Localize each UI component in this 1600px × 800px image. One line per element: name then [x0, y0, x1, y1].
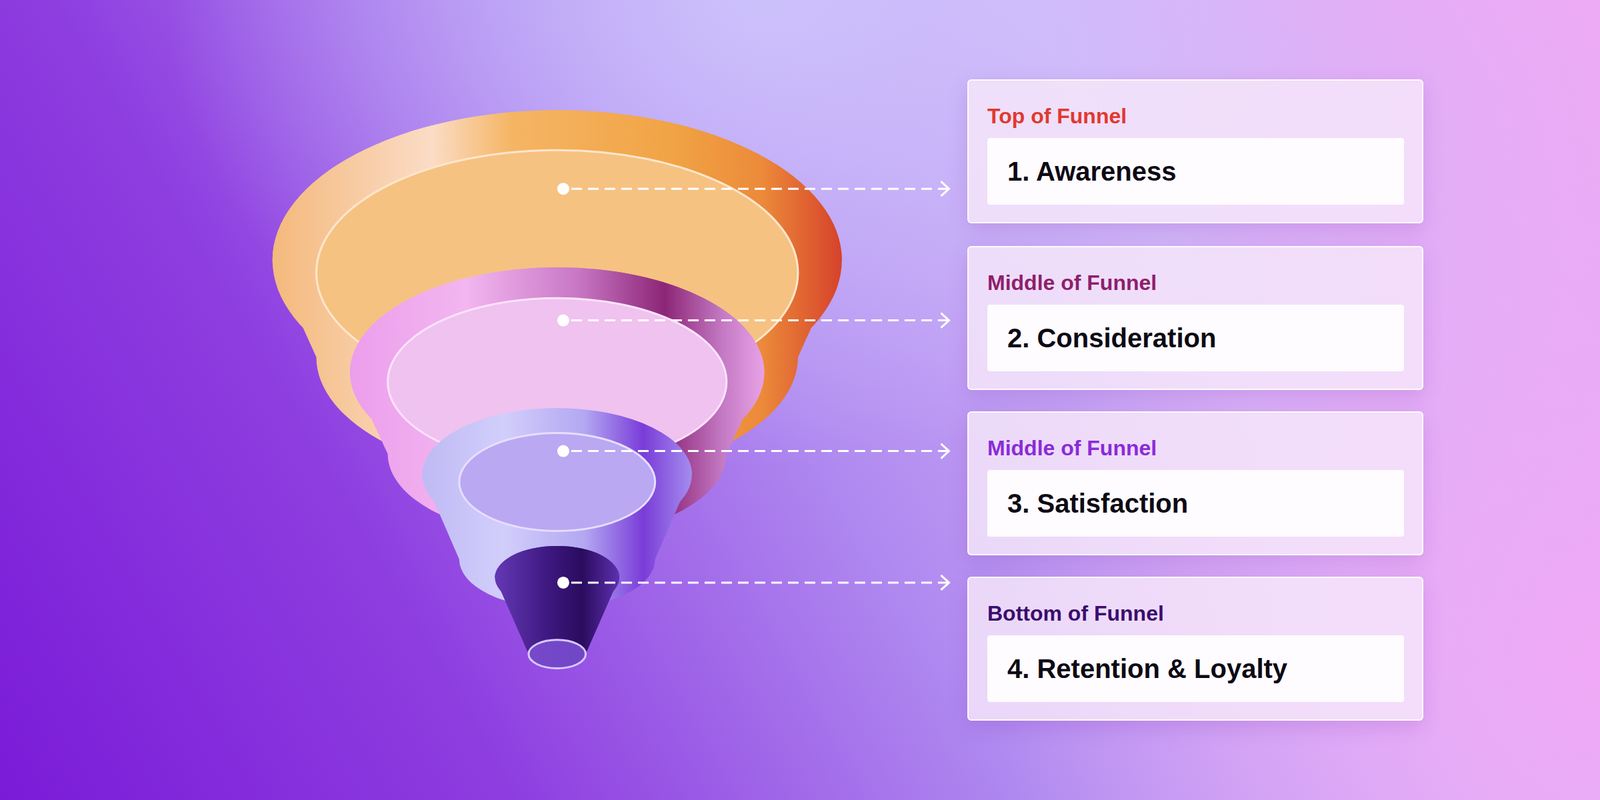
funnel-layer — [350, 267, 764, 538]
stage-heading: Top of Funnel — [987, 103, 1404, 129]
stage-label-box: 2. Consideration — [987, 304, 1404, 372]
funnel-stage-card: Middle of Funnel 2. Consideration — [967, 246, 1424, 390]
leader-arrowhead — [940, 575, 949, 590]
funnel-layer-top — [494, 546, 620, 610]
funnel-stage-card: Bottom of Funnel 4. Retention & Loyalty — [967, 576, 1424, 721]
stage-label-box: 4. Retention & Loyalty — [987, 635, 1404, 702]
leader-dot — [557, 576, 570, 589]
leader-arrowhead — [940, 313, 949, 328]
stage-label-box: 3. Satisfaction — [987, 470, 1404, 537]
leader-line — [571, 319, 950, 322]
leader-arrowhead — [940, 181, 949, 196]
funnel-stage-card: Middle of Funnel 3. Satisfaction — [967, 411, 1424, 556]
stage-label-box: 1. Awareness — [987, 138, 1404, 205]
stage-heading: Middle of Funnel — [987, 435, 1404, 461]
funnel-rim — [528, 640, 586, 669]
leader-line — [571, 188, 950, 190]
stage-heading: Middle of Funnel — [987, 270, 1404, 296]
stage-name: 2. Consideration — [1007, 322, 1216, 354]
stage-name: 1. Awareness — [1007, 155, 1177, 188]
funnel-layer-top — [422, 408, 692, 541]
funnel-stage-card: Top of Funnel 1. Awareness — [967, 79, 1424, 224]
funnel-rim — [459, 433, 656, 532]
leader-dot — [557, 314, 570, 327]
leader-line — [571, 450, 950, 452]
leader-line — [571, 581, 950, 584]
stage-name: 4. Retention & Loyalty — [1007, 652, 1288, 685]
stage-heading: Bottom of Funnel — [987, 600, 1404, 626]
stage-name: 3. Satisfaction — [1007, 487, 1188, 520]
leader-dot — [557, 445, 570, 458]
leader-arrowhead — [940, 444, 949, 459]
leader-dot — [557, 182, 570, 195]
funnel-layer — [494, 546, 620, 669]
